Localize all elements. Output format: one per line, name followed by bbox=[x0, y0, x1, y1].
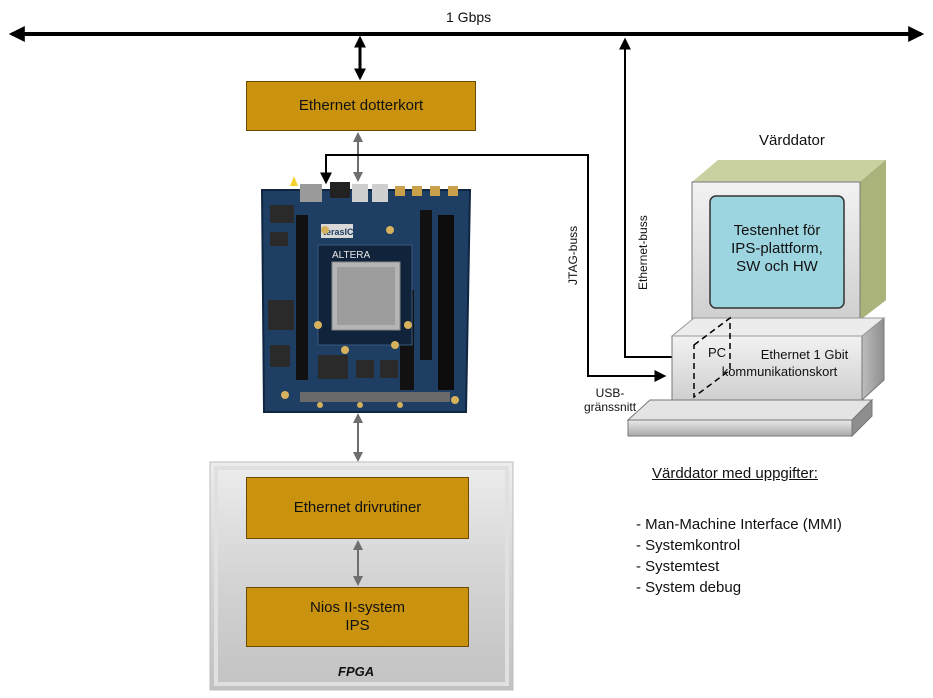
task-item: - System debug bbox=[636, 579, 742, 596]
ethernet-dotterkort-box: Ethernet dotterkort bbox=[246, 81, 476, 131]
jtag-bus-label: JTAG-buss bbox=[566, 225, 580, 285]
host-title: Värddator bbox=[759, 132, 825, 149]
fpga-label: FPGA bbox=[338, 664, 375, 679]
usb-interface-label: USB- gränssnitt bbox=[584, 386, 636, 414]
comm-card-outline bbox=[693, 316, 731, 399]
monitor-screen bbox=[709, 195, 845, 309]
pc-label: PC bbox=[708, 345, 727, 360]
jtag-bus-line bbox=[320, 154, 667, 382]
nios-ips-label: IPS bbox=[345, 617, 370, 634]
gbps-bus-label: 1 Gbps bbox=[446, 9, 492, 25]
screen-line-1: Testenhet för bbox=[733, 222, 821, 239]
tasks-heading: Värddator med uppgifter: bbox=[652, 465, 818, 482]
comm-card-label: Ethernet 1 Gbit kommunikationskort bbox=[692, 346, 867, 380]
task-item: - Systemkontrol bbox=[636, 537, 741, 554]
screen-text: Testenhet för IPS-plattform, SW och HW bbox=[710, 222, 844, 276]
usb-label-line1: USB- bbox=[595, 386, 625, 400]
nios-system-label: Nios II-system bbox=[309, 599, 405, 616]
comm-card-line2: kommunikationskort bbox=[721, 364, 838, 379]
ethernet-drivrutiner-label: Ethernet drivrutiner bbox=[293, 499, 422, 516]
tasks-list: - Man-Machine Interface (MMI) - Systemko… bbox=[636, 514, 842, 598]
ethernet-bus-line bbox=[619, 37, 705, 363]
ethernet-drivrutiner-box: Ethernet drivrutiner bbox=[246, 477, 469, 539]
fpga-dev-board: ALTERA terasIC bbox=[260, 176, 472, 413]
board-logo-text: terasIC bbox=[323, 227, 354, 237]
usb-label-line2: gränssnitt bbox=[584, 400, 637, 414]
comm-card-line1: Ethernet 1 Gbit bbox=[760, 347, 849, 362]
screen-line-2: IPS-plattform, bbox=[731, 240, 823, 257]
host-computer bbox=[626, 160, 886, 438]
nios-system-box: Nios II-system IPS bbox=[246, 587, 469, 647]
board-brand-text: ALTERA bbox=[332, 250, 370, 261]
screen-line-3: SW och HW bbox=[736, 258, 818, 275]
task-item: - Systemtest bbox=[636, 558, 720, 575]
task-item: - Man-Machine Interface (MMI) bbox=[636, 516, 842, 533]
ethernet-bus-label: Ethernet-buss bbox=[636, 215, 650, 290]
ethernet-dotterkort-label: Ethernet dotterkort bbox=[298, 97, 424, 114]
